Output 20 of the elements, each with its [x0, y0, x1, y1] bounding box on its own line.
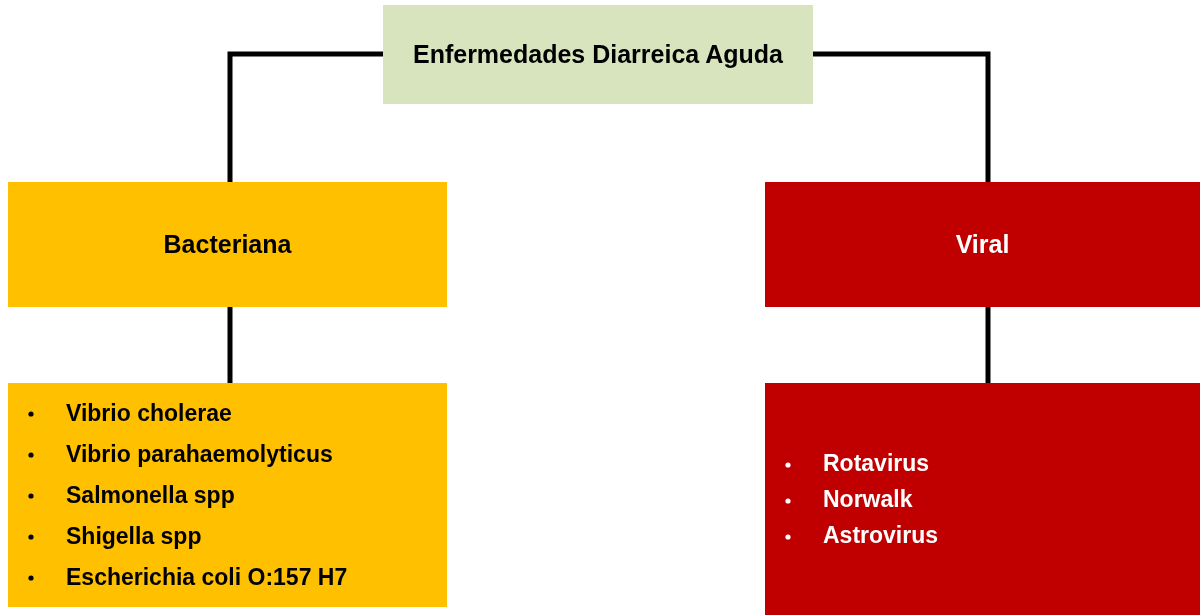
list-item: Vibrio parahaemolyticus [66, 440, 333, 467]
connector-line [227, 51, 383, 182]
list-item: Astrovirus [823, 522, 939, 548]
connector-line [985, 307, 991, 383]
list-item: Norwalk [823, 486, 913, 512]
category-box [765, 182, 1200, 307]
category-box [8, 182, 447, 307]
list-item: Shigella spp [66, 522, 202, 549]
connector-line [813, 51, 991, 182]
category-label: Bacteriana [163, 229, 292, 261]
title-box [383, 5, 813, 104]
title-text: Enfermedades Diarreica Aguda [411, 39, 784, 71]
list-item: Salmonella spp [66, 481, 235, 508]
category-label: Viral [955, 229, 1010, 261]
list-item: Rotavirus [823, 450, 930, 476]
list-box [8, 383, 447, 607]
list-item: Escherichia coli O:157 H7 [66, 563, 348, 590]
list-item: Vibrio cholerae [66, 399, 232, 426]
list-box [765, 383, 1200, 615]
connector-line [227, 307, 233, 383]
